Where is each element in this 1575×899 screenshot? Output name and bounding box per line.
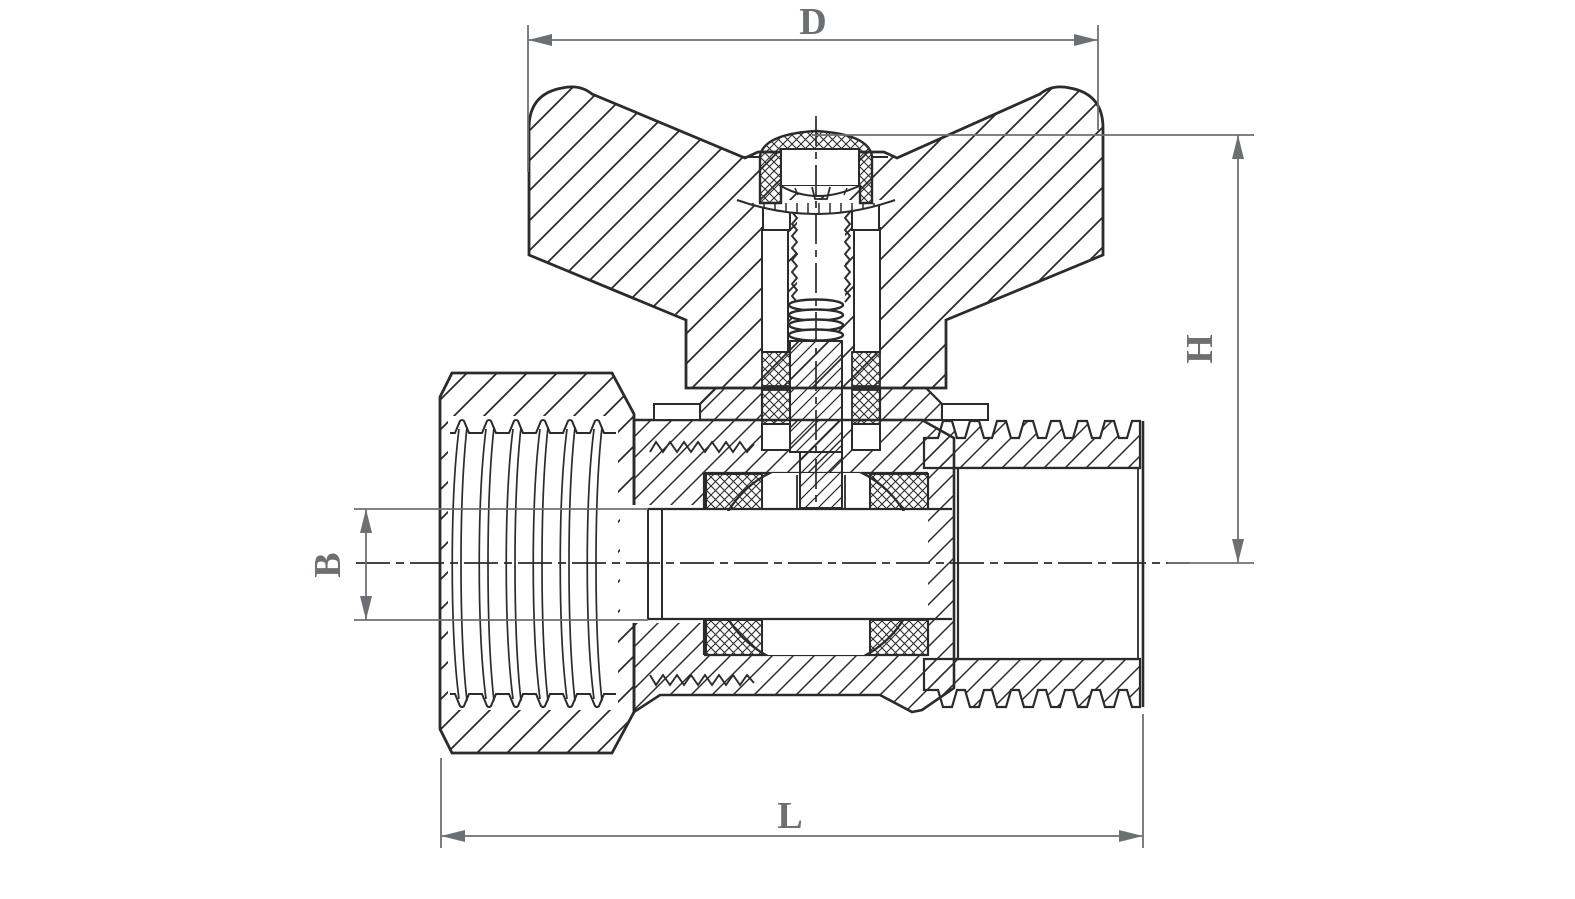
dimension-l xyxy=(440,714,1144,848)
dim-label-h: H xyxy=(1179,334,1221,364)
union-thread xyxy=(649,440,755,687)
dimension-d xyxy=(527,25,1099,172)
bonnet xyxy=(653,386,989,422)
ball xyxy=(648,473,952,655)
centerlines xyxy=(356,116,1190,564)
dimension-b xyxy=(354,508,648,621)
dim-label-d: D xyxy=(799,1,826,43)
packing-seals xyxy=(761,351,881,425)
female-thread xyxy=(450,419,616,708)
dimension-h xyxy=(812,134,1254,564)
dim-label-l: L xyxy=(777,795,802,837)
dim-label-b: B xyxy=(307,552,349,577)
male-thread-end xyxy=(922,419,1145,709)
stem-thread xyxy=(790,205,852,303)
ball-seats xyxy=(705,473,929,656)
